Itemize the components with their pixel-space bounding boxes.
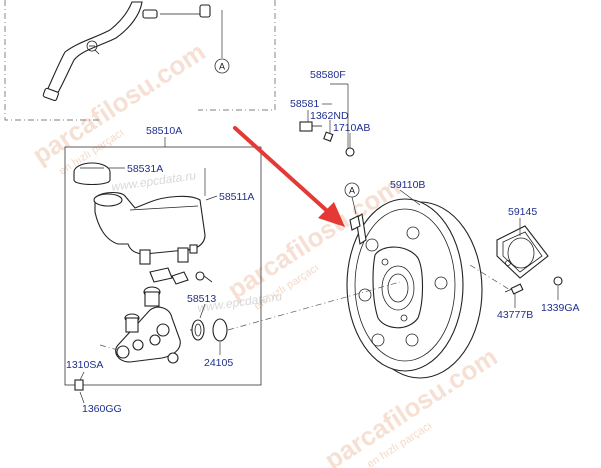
- hose-detail-area: A: [4, 0, 276, 121]
- label-58580f: 58580F: [310, 69, 346, 81]
- label-59110b: 59110B: [390, 179, 425, 191]
- label-24105: 24105: [204, 357, 233, 369]
- label-1360gg: 1360GG: [82, 403, 122, 415]
- label-58513: 58513: [187, 293, 216, 305]
- ref-marker-a-top: [214, 58, 230, 74]
- label-43777b: 43777B: [497, 309, 533, 321]
- o-ring-24105: [212, 318, 228, 342]
- leader-lines: [79, 103, 559, 404]
- brake-booster: [346, 198, 483, 379]
- ref-marker-a-top-label: A: [219, 62, 225, 72]
- ref-marker-a-booster-label: A: [349, 186, 355, 196]
- label-58510a: 58510A: [146, 125, 182, 137]
- label-1339ga: 1339GA: [541, 302, 580, 314]
- label-58511a: 58511A: [219, 191, 254, 203]
- assembly-line: [227, 281, 401, 331]
- watermark-brand-1: parcafilosu.com: [27, 36, 211, 170]
- fitting-group-58580f: [299, 83, 355, 157]
- group-frame-58510a: [64, 146, 262, 386]
- label-1362nd: 1362ND: [310, 110, 349, 122]
- label-1710ab: 1710AB: [333, 122, 370, 134]
- highlight-arrow: [233, 126, 345, 227]
- seal-58513: [191, 319, 205, 341]
- master-cylinder-body: [115, 306, 181, 363]
- brake-fluid-reservoir: [94, 191, 206, 255]
- label-59145: 59145: [508, 206, 537, 218]
- label-58531a: 58531A: [127, 163, 163, 175]
- master-cylinder-group: [64, 137, 262, 391]
- part-labels: 58580F 58581 1362ND 1710AB 58510A 58531A…: [66, 69, 580, 415]
- label-1310sa: 1310SA: [66, 359, 103, 371]
- gasket-plate: [496, 225, 563, 295]
- magnifier-icon: [86, 40, 98, 52]
- label-58581: 58581: [290, 98, 319, 110]
